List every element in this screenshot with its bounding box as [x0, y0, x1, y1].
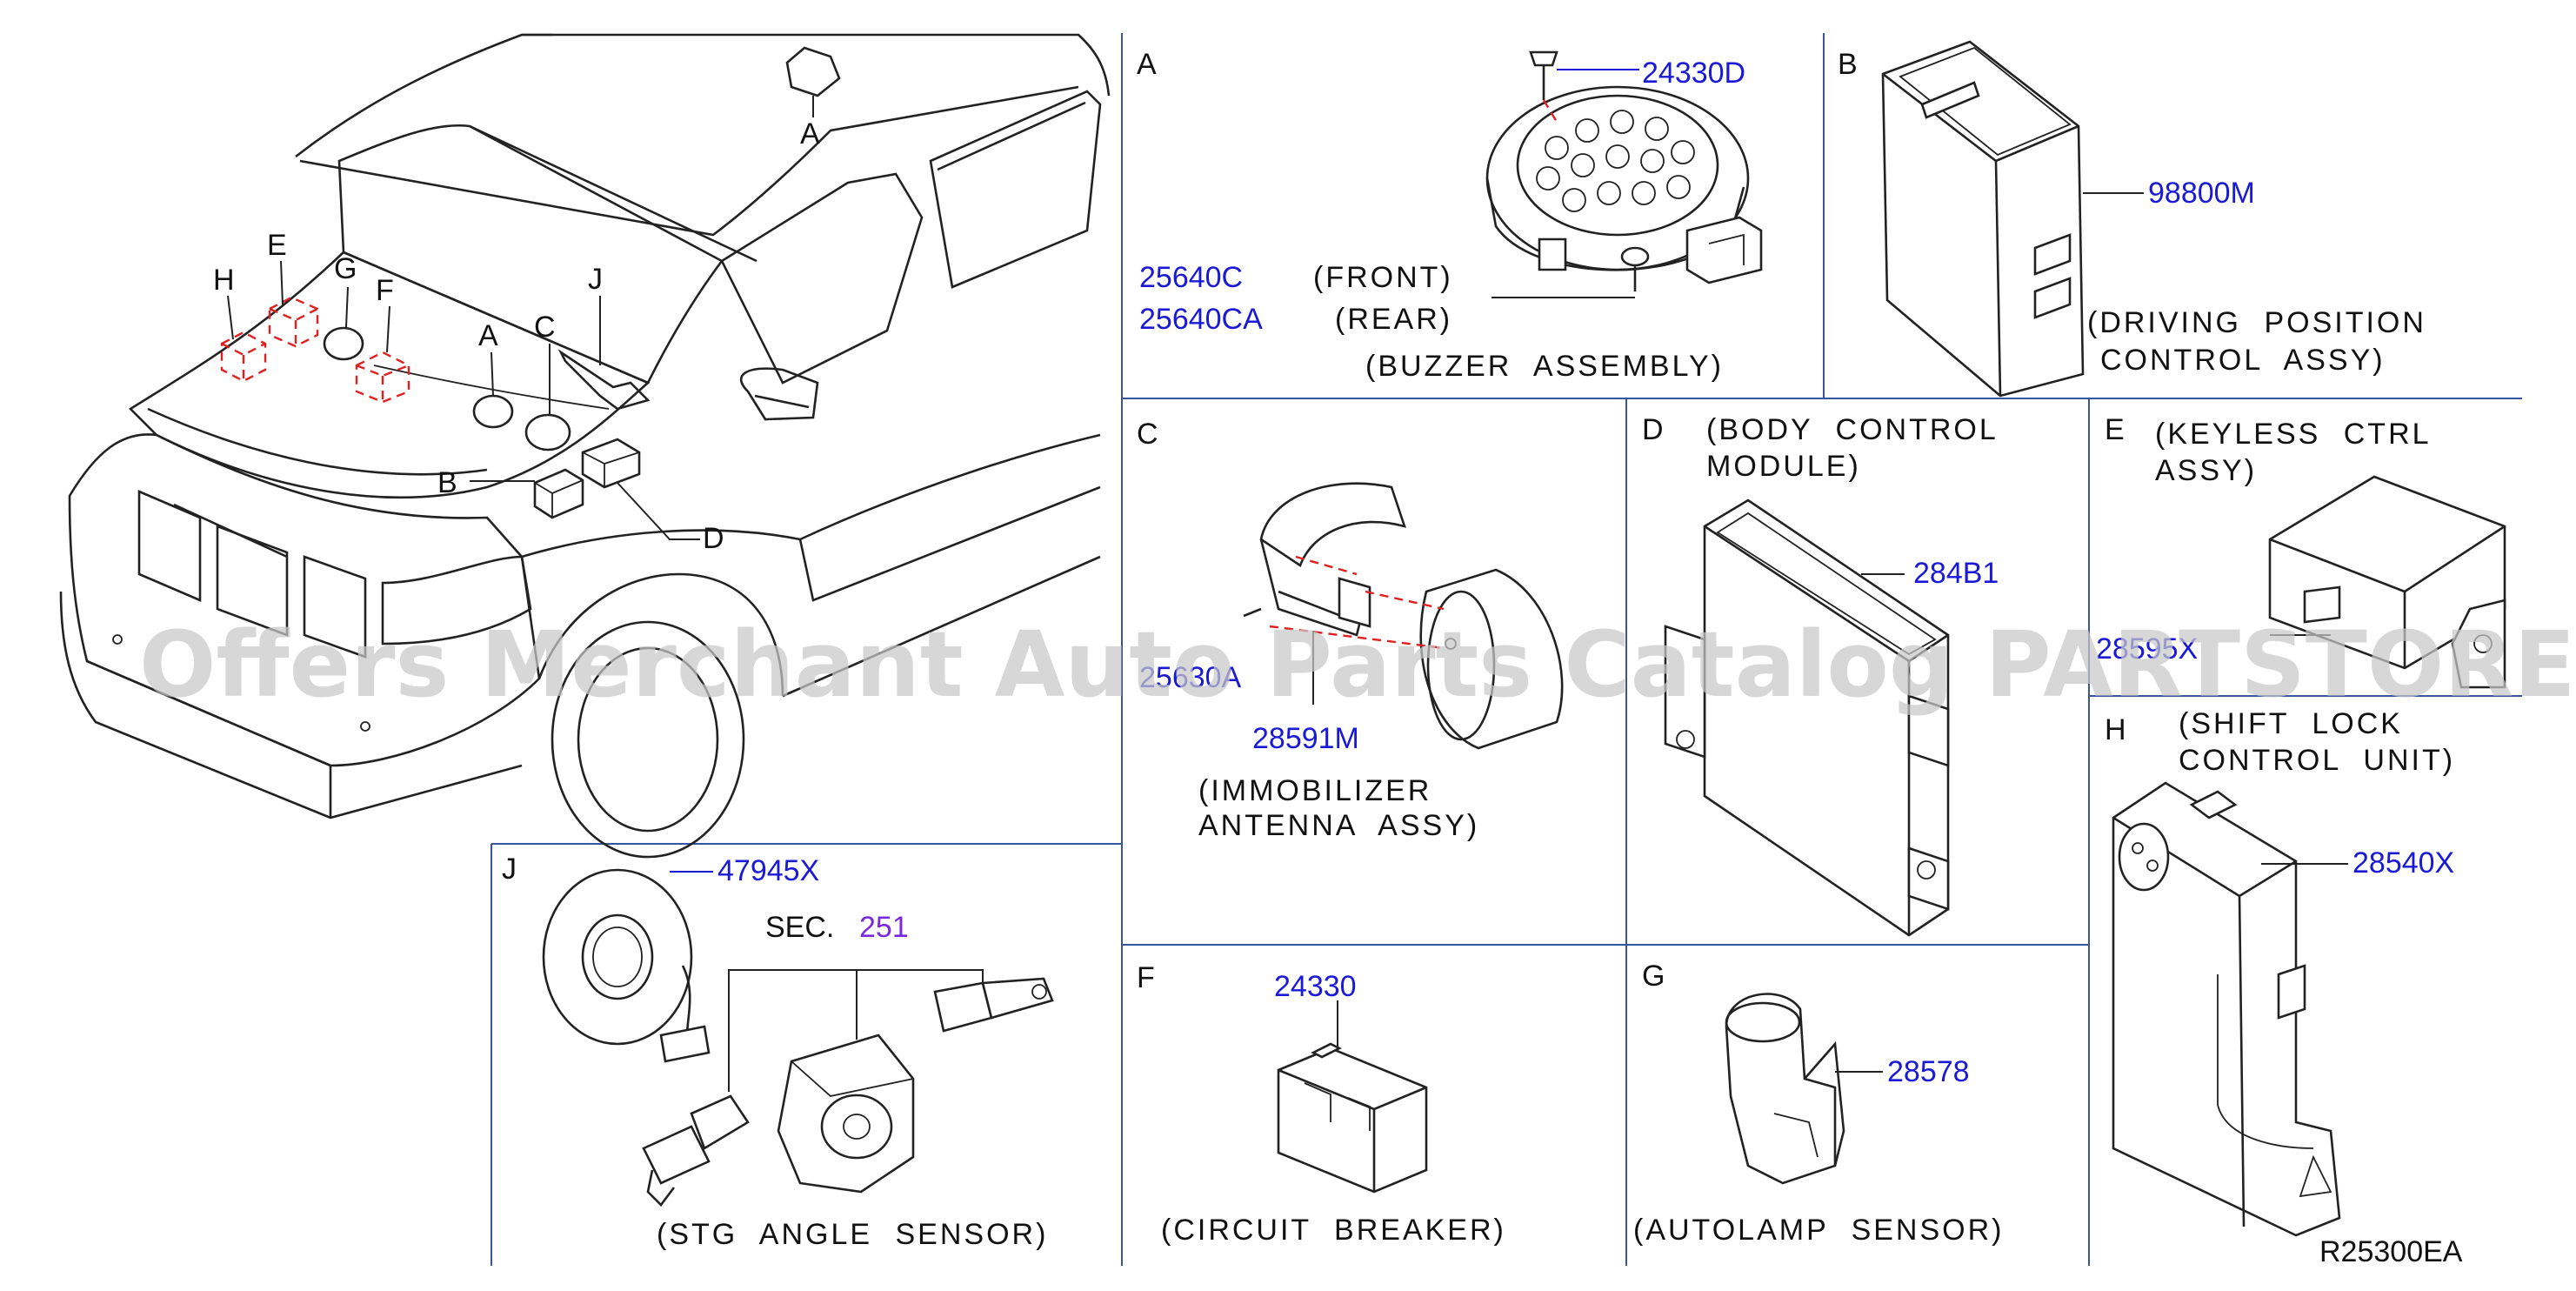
buzzer-assembly-label: (BUZZER ASSEMBLY) [1365, 350, 1724, 383]
panel-e-letter: E [2105, 413, 2125, 446]
panel-h-shift-lock: H (SHIFT LOCK CONTROL UNIT) 28540X [2105, 707, 2455, 1237]
marker-label-c: C [534, 311, 556, 344]
panel-f-circuit-breaker: F 24330 (CIRCUIT BREAKER) [1137, 961, 1506, 1247]
panel-c-immobilizer: C 25630A 28591M (IMMOBILIZER ANTENNA ASS… [1137, 418, 1564, 842]
watermark-text: Offers Merchant Auto Parts Catalog PARTS… [139, 612, 2576, 718]
panel-g-letter: G [1642, 960, 1665, 993]
diagram-code: R25300EA [2319, 1235, 2463, 1268]
shift-lock-label-line2: CONTROL UNIT) [2179, 744, 2455, 777]
panel-f-letter: F [1137, 961, 1155, 994]
panel-j-steering-sensor: J 47945X SEC. 251 (STG ANGLE SENSOR) [502, 853, 1054, 1251]
marker-label-h: H [213, 264, 235, 297]
part-284b1: 284B1 [1913, 557, 1999, 590]
part-28591m: 28591M [1252, 722, 1359, 755]
driving-position-label-line2: CONTROL ASSY) [2100, 344, 2386, 377]
marker-label-f: F [376, 274, 394, 307]
panel-c-letter: C [1137, 418, 1158, 451]
part-28540x: 28540X [2352, 846, 2454, 880]
immobilizer-label-line2: ANTENNA ASSY) [1198, 809, 1479, 842]
immobilizer-label-line1: (IMMOBILIZER [1198, 774, 1431, 807]
panel-e-keyless: E (KEYLESS CTRL ASSY) 28595X [2096, 413, 2506, 689]
front-label: (FRONT) [1313, 261, 1453, 294]
panel-a-buzzer: A 24330D 25640C 25640CA (FRONT) (REAR) (… [1137, 48, 1763, 383]
panel-d-body-control-module: D (BODY CONTROL MODULE) 284B1 [1642, 413, 1999, 937]
panel-a-letter: A [1137, 48, 1157, 81]
part-24330: 24330 [1274, 970, 1357, 1003]
part-24330d: 24330D [1642, 57, 1745, 90]
part-47945x: 47945X [717, 854, 819, 887]
shift-lock-label-line1: (SHIFT LOCK [2179, 707, 2403, 740]
marker-label-a-roof: A [800, 117, 820, 151]
overview-markers [220, 46, 841, 540]
autolamp-label: (AUTOLAMP SENSOR) [1633, 1214, 2004, 1247]
stg-angle-sensor-label: (STG ANGLE SENSOR) [657, 1218, 1048, 1251]
marker-label-g: G [334, 252, 357, 285]
part-28595x: 28595X [2096, 632, 2198, 666]
panel-d-letter: D [1642, 413, 1664, 446]
marker-label-e: E [267, 229, 287, 262]
panel-b-letter: B [1838, 48, 1858, 81]
part-25640ca: 25640CA [1139, 303, 1263, 336]
marker-label-j: J [588, 263, 603, 296]
driving-position-label-line1: (DRIVING POSITION [2087, 306, 2426, 339]
marker-label-a-dash: A [478, 319, 498, 352]
panel-grid [491, 33, 2522, 1266]
circuit-breaker-label: (CIRCUIT BREAKER) [1161, 1214, 1506, 1247]
part-98800m: 98800M [2148, 177, 2255, 210]
part-25630a: 25630A [1139, 661, 1242, 694]
part-25640c: 25640C [1139, 261, 1243, 294]
section-ref-251: 251 [859, 911, 909, 944]
overview-labels: A H E G F A C J B D [213, 117, 820, 555]
body-control-label-line2: MODULE) [1706, 450, 1861, 483]
rear-label: (REAR) [1335, 303, 1452, 336]
panel-b-driving-position: B 98800M (DRIVING POSITION CONTROL ASSY) [1838, 40, 2426, 398]
panel-g-autolamp: G 28578 (AUTOLAMP SENSOR) [1633, 960, 2004, 1247]
part-28578: 28578 [1887, 1055, 1970, 1088]
body-control-label-line1: (BODY CONTROL [1706, 413, 1999, 446]
section-ref-prefix: SEC. [765, 911, 834, 944]
vehicle-overview-drawing [59, 33, 1111, 859]
panel-j-letter: J [502, 853, 517, 886]
keyless-label-line1: (KEYLESS CTRL [2155, 418, 2432, 451]
marker-label-b: B [437, 466, 457, 499]
keyless-label-line2: ASSY) [2155, 454, 2257, 487]
panel-h-letter: H [2105, 713, 2126, 746]
marker-label-d: D [703, 522, 724, 555]
